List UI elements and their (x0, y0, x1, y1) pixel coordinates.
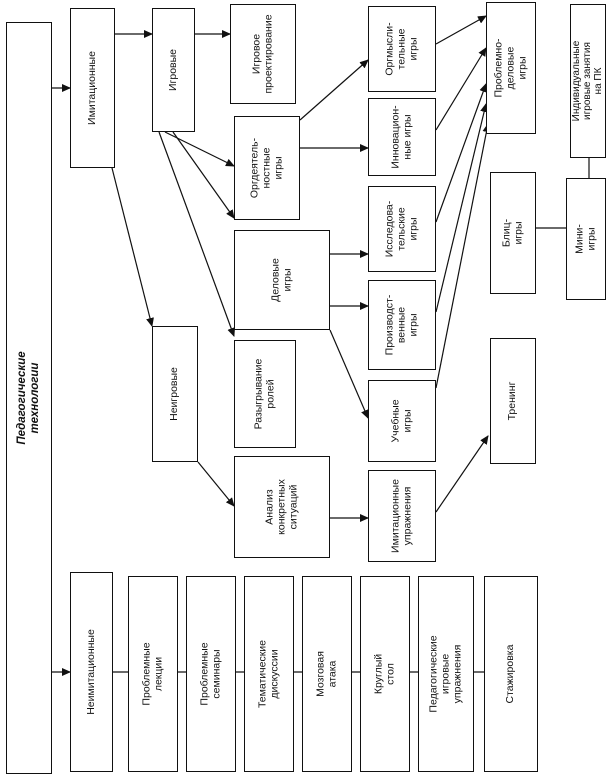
production-games-label: Производст- венные игры (383, 294, 419, 356)
method-round-table: Круглый стол (360, 576, 410, 772)
game-design-node: Игровое проектирование (230, 4, 296, 104)
method-internship: Стажировка (484, 576, 538, 772)
non-game-node: Неигровые (152, 326, 198, 462)
edge-production-pbg (435, 103, 489, 313)
edge-org-thinking (299, 59, 369, 121)
edge-nongame-case (197, 461, 235, 507)
game-design-label: Игровое проектирование (250, 14, 274, 94)
thinking-games-label: Оргмысли- тельные игры (383, 22, 419, 76)
case-analysis-label: Анализ конкретных ситуаций (263, 479, 299, 535)
edge-game-roleplay (158, 131, 235, 337)
imitative-label: Имитационные (85, 51, 98, 125)
method-ped-exercises: Педагогические игровые упражнения (418, 576, 474, 772)
game-node: Игровые (152, 8, 195, 132)
training-games-label: Учебные игры (389, 399, 413, 443)
case-analysis-node: Анализ конкретных ситуаций (234, 456, 330, 558)
imitation-exercises-label: Имитационные упражнения (389, 479, 413, 553)
method-brainstorm: Мозговая атака (302, 576, 352, 772)
innovation-games-node: Инновацион- ные игры (368, 98, 436, 176)
edge-game-business (172, 131, 235, 219)
individual-games-node: Индивидуальные игровые занятия на ПК (570, 4, 606, 158)
root-label: Педагогические технологии (16, 351, 41, 445)
edge-business-training (329, 329, 369, 419)
root-node: Педагогические технологии (6, 22, 52, 774)
problem-business-games-node: Проблемно-деловые игры (486, 2, 536, 134)
method-thematic-discussions-label: Тематические дискуссии (256, 639, 280, 709)
method-round-table-label: Круглый стол (372, 653, 396, 695)
role-play-label: Разыгрывание ролей (252, 358, 276, 430)
org-activity-games-node: Оргдеятель- ностные игры (234, 116, 300, 220)
production-games-node: Производст- венные игры (368, 280, 436, 370)
mini-games-node: Мини-игры (566, 178, 606, 300)
game-label: Игровые (166, 48, 179, 92)
training-label: Тренинг (506, 381, 519, 421)
blitz-games-node: Блиц-игры (490, 172, 536, 294)
non-imitative-node: Неимитационные (70, 572, 113, 772)
non-game-label: Неигровые (168, 367, 181, 421)
org-activity-games-label: Оргдеятель- ностные игры (248, 137, 284, 199)
problem-business-games-label: Проблемно-деловые игры (492, 38, 528, 98)
blitz-games-label: Блиц-игры (500, 218, 524, 248)
imitation-exercises-node: Имитационные упражнения (368, 470, 436, 562)
business-games-node: Деловые игры (234, 230, 330, 330)
method-problem-seminars-label: Проблемные семинары (198, 642, 222, 706)
method-problem-seminars: Проблемные семинары (186, 576, 236, 772)
method-thematic-discussions: Тематические дискуссии (244, 576, 294, 772)
edge-imitative-non-game (111, 167, 154, 327)
non-imitative-label: Неимитационные (84, 629, 97, 715)
method-internship-label: Стажировка (504, 644, 517, 704)
edge-game-org (164, 131, 235, 167)
method-brainstorm-label: Мозговая атака (314, 651, 338, 697)
training-games-node: Учебные игры (368, 380, 436, 462)
method-problem-lectures-label: Проблемные лекции (140, 642, 164, 706)
mini-games-label: Мини-игры (573, 224, 597, 254)
thinking-games-node: Оргмысли- тельные игры (368, 6, 436, 92)
training-node: Тренинг (490, 338, 536, 464)
method-problem-lectures: Проблемные лекции (128, 576, 178, 772)
innovation-games-label: Инновацион- ные игры (389, 105, 413, 169)
individual-games-label: Индивидуальные игровые занятия на ПК (571, 40, 605, 122)
edge-thinking-pbg (435, 15, 487, 45)
edge-exercises-training (435, 435, 489, 513)
edge-research-pbg (435, 83, 488, 223)
edge-training-pbg (435, 123, 491, 389)
method-ped-exercises-label: Педагогические игровые упражнения (427, 635, 463, 713)
role-play-node: Разыгрывание ролей (234, 340, 296, 448)
imitative-node: Имитационные (70, 8, 115, 168)
research-games-label: Исследова- тельские игры (383, 200, 419, 258)
business-games-label: Деловые игры (269, 258, 293, 302)
edge-innovation-pbg (435, 47, 487, 131)
research-games-node: Исследова- тельские игры (368, 186, 436, 272)
